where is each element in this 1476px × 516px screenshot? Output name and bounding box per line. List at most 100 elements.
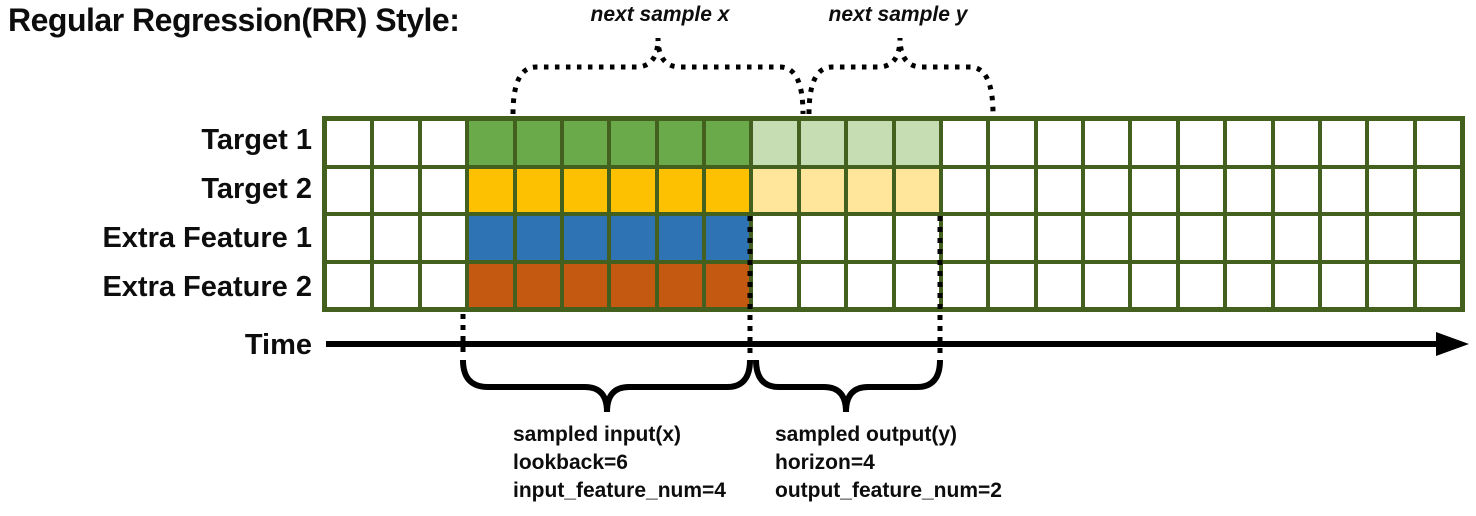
grid-cell: [563, 121, 608, 165]
grid-cell: [1179, 263, 1224, 307]
row-label-target-2: Target 2: [201, 173, 312, 205]
grid-cell: [1369, 216, 1413, 260]
grid-cell: [469, 216, 513, 260]
grid-cell: [1132, 216, 1176, 260]
grid-cell: [1274, 263, 1318, 307]
row-label-extra-feature-2: Extra Feature 2: [102, 271, 312, 303]
grid-cell: [1132, 263, 1176, 307]
grid-cell: [1037, 168, 1081, 212]
time-axis-label: Time: [244, 329, 312, 361]
grid-cell: [1321, 168, 1366, 212]
grid-cell: [469, 263, 513, 307]
grid-cell: [563, 168, 608, 212]
grid-cell: [658, 168, 702, 212]
grid-cell: [895, 263, 939, 307]
grid-cell: [327, 168, 371, 212]
grid-cell: [753, 216, 797, 260]
grid-cell: [942, 121, 987, 165]
sampled-output-annotation: sampled output(y) horizon=4 output_featu…: [775, 421, 1002, 505]
grid-cell: [848, 168, 892, 212]
grid-cell: [706, 168, 750, 212]
grid-cell: [706, 263, 750, 307]
row-label-target-1: Target 1: [201, 124, 312, 156]
grid-cell: [1416, 168, 1460, 212]
diagram-title: Regular Regression(RR) Style:: [8, 2, 460, 38]
grid-cell: [990, 216, 1034, 260]
grid-cell: [421, 263, 466, 307]
grid-cell: [658, 216, 702, 260]
grid-cell: [706, 216, 750, 260]
grid-cell: [800, 263, 845, 307]
grid-cell: [1085, 263, 1129, 307]
grid-cell: [563, 263, 608, 307]
grid-cell: [1321, 263, 1366, 307]
grid-cell: [942, 168, 987, 212]
grid-cell: [1179, 121, 1224, 165]
grid-cell: [753, 121, 797, 165]
grid-cell: [990, 263, 1034, 307]
grid-cell: [895, 216, 939, 260]
grid-cell: [516, 168, 560, 212]
grid-cell: [848, 121, 892, 165]
grid-cell: [990, 168, 1034, 212]
grid-cell: [800, 121, 845, 165]
grid-cell: [1227, 263, 1271, 307]
next-sample-x-brace: [510, 37, 806, 115]
time-axis-arrowhead: [1436, 332, 1469, 356]
grid-cell: [990, 121, 1034, 165]
grid-cell: [1369, 121, 1413, 165]
sampled-input-brace: [460, 359, 753, 413]
grid-cell: [1132, 168, 1176, 212]
grid-cell: [611, 216, 655, 260]
grid-cell: [327, 121, 371, 165]
grid-cell: [1369, 263, 1413, 307]
grid-cell: [469, 168, 513, 212]
grid-cell: [848, 216, 892, 260]
grid-cell: [374, 263, 418, 307]
sampled-input-title: sampled input(x): [513, 423, 682, 446]
grid-cell: [1321, 216, 1366, 260]
grid-cell: [374, 121, 418, 165]
next-sample-y-brace: [806, 37, 996, 115]
input-feature-num-value: input_feature_num=4: [513, 479, 726, 502]
grid-cell: [658, 263, 702, 307]
grid-cell: [1037, 263, 1081, 307]
grid-cell: [516, 216, 560, 260]
grid-cell: [1321, 121, 1366, 165]
grid-cell: [1274, 121, 1318, 165]
grid-cell: [1085, 168, 1129, 212]
sample-grid: [322, 116, 1465, 312]
grid-cell: [942, 216, 987, 260]
grid-cell: [421, 216, 466, 260]
sampled-output-brace: [753, 359, 943, 413]
grid-cell: [374, 168, 418, 212]
grid-cell: [516, 263, 560, 307]
grid-cell: [658, 121, 702, 165]
grid-cell: [1274, 168, 1318, 212]
grid-cell: [1274, 216, 1318, 260]
grid-cell: [753, 263, 797, 307]
grid-cell: [895, 168, 939, 212]
grid-cell: [1085, 121, 1129, 165]
next-sample-x-label: next sample x: [590, 3, 730, 26]
grid-cell: [327, 263, 371, 307]
output-feature-num-value: output_feature_num=2: [775, 479, 1002, 502]
grid-cell: [1416, 121, 1460, 165]
sampled-input-annotation: sampled input(x) lookback=6 input_featur…: [513, 421, 726, 505]
grid-cell: [895, 121, 939, 165]
grid-cell: [611, 263, 655, 307]
grid-cell: [1085, 216, 1129, 260]
grid-cell: [942, 263, 987, 307]
grid-cell: [327, 216, 371, 260]
grid-cell: [753, 168, 797, 212]
lookback-value: lookback=6: [513, 451, 628, 474]
grid-cell: [611, 121, 655, 165]
grid-cell: [800, 168, 845, 212]
grid-cell: [1037, 121, 1081, 165]
sampled-output-title: sampled output(y): [775, 423, 957, 446]
next-sample-y-label: next sample y: [828, 3, 968, 26]
grid-cell: [516, 121, 560, 165]
grid-cell: [1416, 216, 1460, 260]
grid-cell: [469, 121, 513, 165]
grid-cell: [421, 168, 466, 212]
